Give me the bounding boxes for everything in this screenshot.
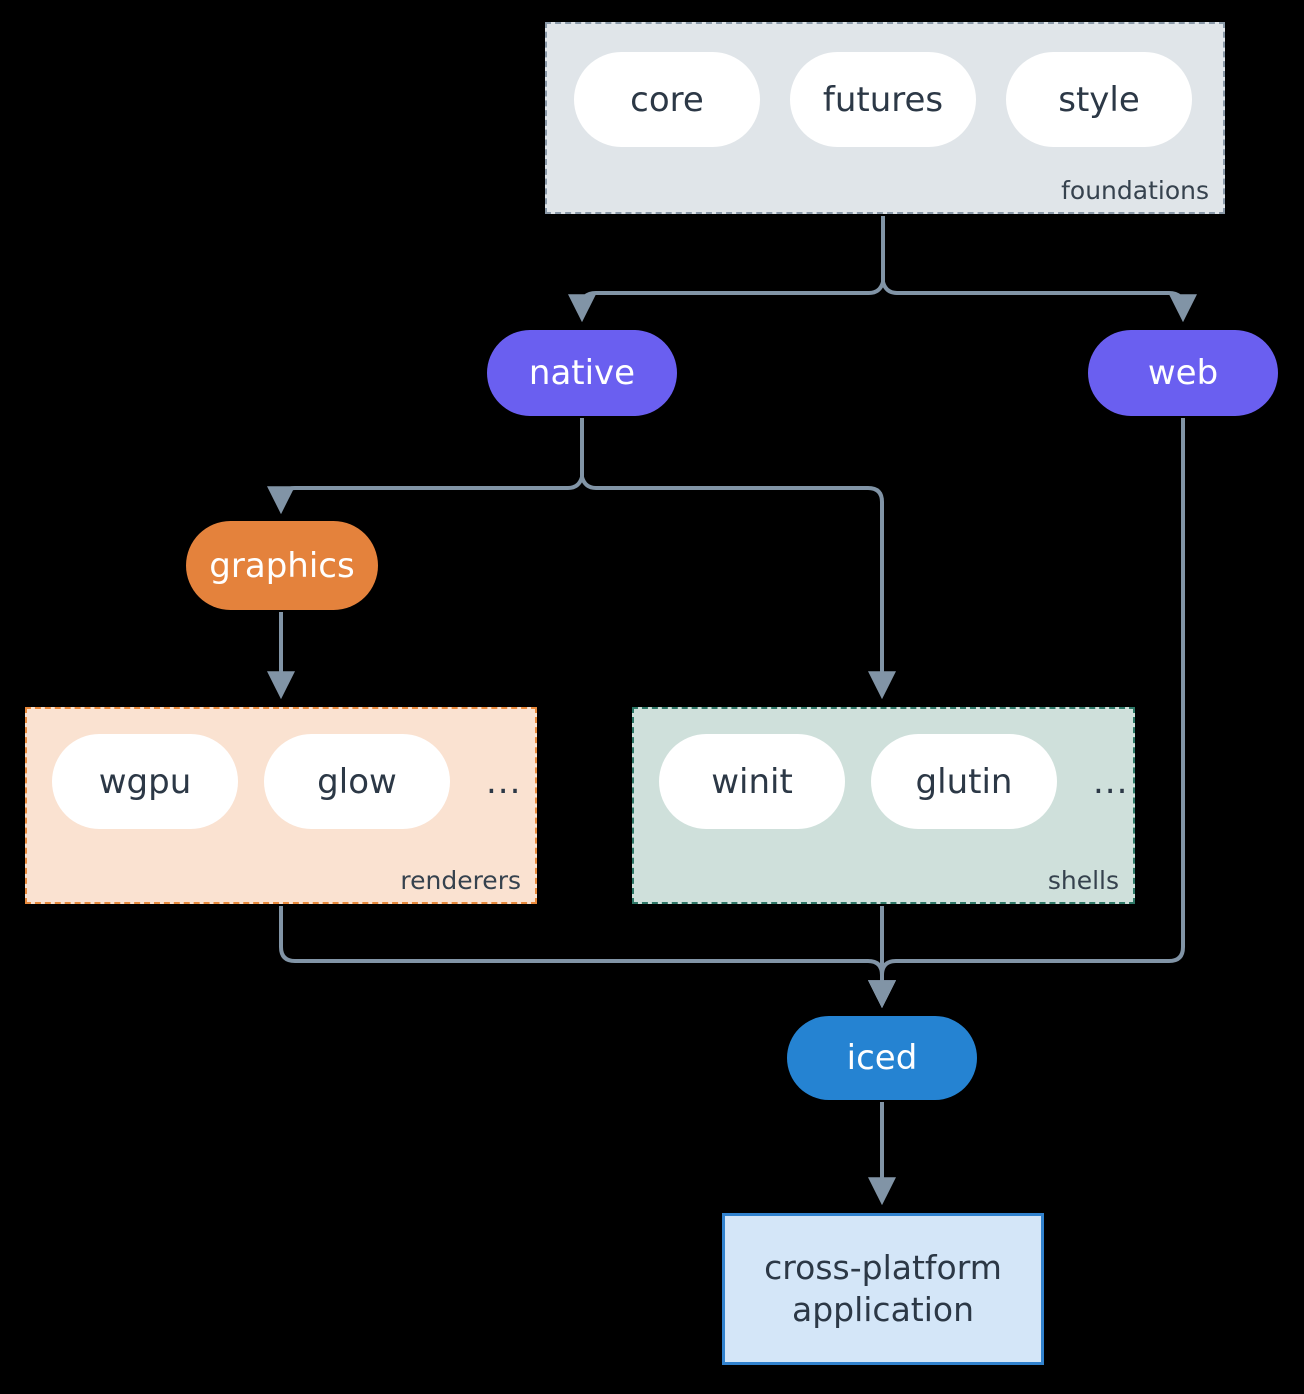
node-glutin[interactable]: glutin — [871, 734, 1057, 829]
renderers-items: wgpu glow ... — [52, 734, 521, 829]
node-futures[interactable]: futures — [790, 52, 976, 147]
cluster-label-shells: shells — [1047, 865, 1119, 895]
application-label-line1: cross-platform — [764, 1247, 1002, 1287]
node-graphics[interactable]: graphics — [186, 521, 378, 610]
edge-renderers-to-iced — [279, 906, 896, 1009]
application-label-line2: application — [791, 1290, 975, 1329]
cluster-foundations[interactable]: core futures style foundations — [545, 22, 1225, 214]
node-style[interactable]: style — [1006, 52, 1192, 147]
cluster-shells[interactable]: winit glutin ... shells — [632, 707, 1135, 904]
node-winit[interactable]: winit — [659, 734, 845, 829]
renderers-ellipsis: ... — [486, 761, 522, 802]
edge-native-to-shells — [580, 476, 896, 700]
node-native[interactable]: native — [487, 330, 677, 416]
node-wgpu[interactable]: wgpu — [52, 734, 238, 829]
node-cross-platform-application[interactable]: cross-platform application — [722, 1213, 1044, 1365]
edge-native-to-graphics — [267, 476, 584, 515]
cluster-label-foundations: foundations — [1061, 175, 1209, 205]
node-web[interactable]: web — [1088, 330, 1278, 416]
node-glow[interactable]: glow — [264, 734, 450, 829]
cluster-renderers[interactable]: wgpu glow ... renderers — [25, 707, 537, 904]
edge-foundations-to-web — [881, 281, 1197, 323]
shells-items: winit glutin ... — [659, 734, 1128, 829]
foundations-items: core futures style — [574, 52, 1192, 147]
shells-ellipsis: ... — [1093, 761, 1129, 802]
node-iced[interactable]: iced — [787, 1016, 977, 1100]
cluster-label-renderers: renderers — [400, 865, 521, 895]
edge-foundations-to-native — [568, 281, 885, 323]
node-core[interactable]: core — [574, 52, 760, 147]
